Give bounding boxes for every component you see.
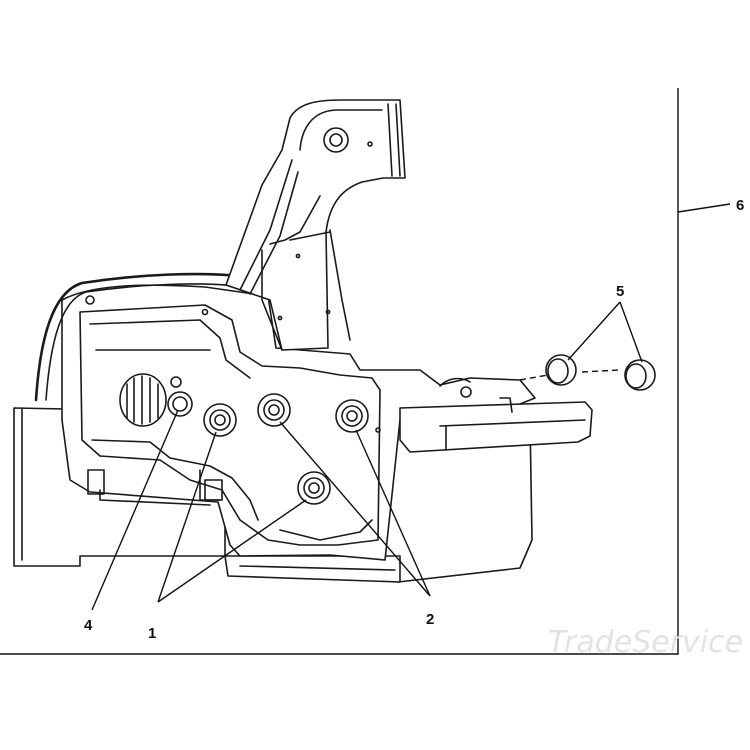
bushing-axis-line	[519, 369, 621, 381]
side-handle	[399, 397, 593, 453]
housing-rim	[34, 272, 242, 402]
bearing-item-2-right	[335, 399, 369, 433]
watermark-text: TradeService	[548, 625, 743, 660]
leader-lines	[91, 203, 731, 611]
callout-5: 5	[616, 283, 624, 300]
bearing-item-1-upper	[203, 403, 237, 437]
bearing-item-4	[167, 391, 193, 417]
upright-arm	[225, 99, 406, 351]
assembly-bracket-line	[0, 88, 679, 655]
bushing-item-5-b	[624, 359, 656, 391]
bearing-item-2-left	[257, 393, 291, 427]
callout-2: 2	[426, 611, 434, 628]
callout-1: 1	[148, 625, 156, 642]
housing-body	[13, 284, 536, 583]
callout-6: 6	[736, 197, 744, 214]
callout-4: 4	[84, 617, 93, 634]
bearing-item-1-lower	[297, 471, 331, 505]
drum-shaft	[119, 373, 182, 427]
bushing-item-5-a	[545, 354, 577, 386]
